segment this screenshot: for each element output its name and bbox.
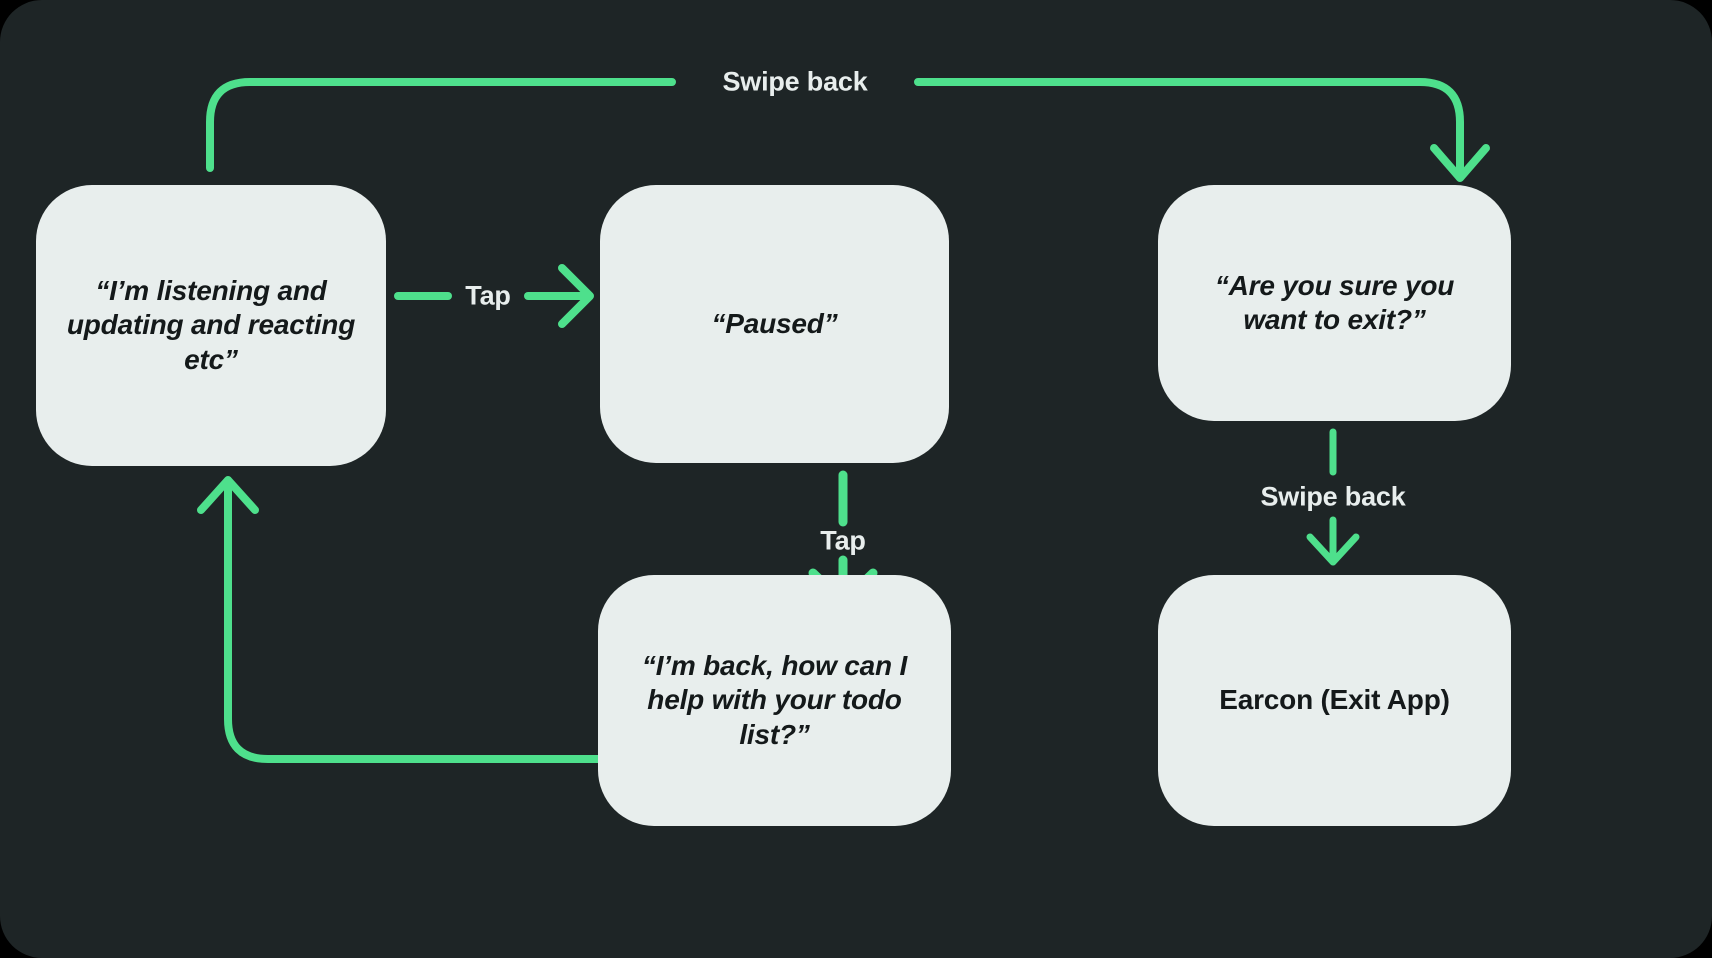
edge-label-tap-horizontal: Tap — [465, 280, 511, 311]
edge-listening-to-confirm-path-2 — [914, 78, 1464, 180]
edge-label-swipe-back-top: Swipe back — [722, 66, 868, 97]
node-confirm-exit-label: “Are you sure you want to exit?” — [1214, 269, 1455, 335]
node-paused-label: “Paused” — [711, 307, 838, 339]
edge-listening-to-confirm-arrowhead — [1430, 144, 1490, 182]
node-earcon[interactable]: Earcon (Exit App) — [1158, 575, 1511, 826]
edge-back-to-listening-arrowhead — [197, 476, 259, 514]
node-listening[interactable]: “I’m listening and updating and reacting… — [36, 185, 386, 466]
edge-listening-to-confirm-path — [206, 78, 676, 172]
node-back-todo[interactable]: “I’m back, how can I help with your todo… — [598, 575, 951, 826]
edge-label-tap-vertical: Tap — [820, 525, 866, 556]
node-back-todo-label: “I’m back, how can I help with your todo… — [641, 650, 908, 750]
node-confirm-exit[interactable]: “Are you sure you want to exit?” — [1158, 185, 1511, 421]
node-paused[interactable]: “Paused” — [600, 185, 949, 463]
edge-confirm-to-earcon-arrowhead — [1306, 533, 1360, 566]
node-earcon-label: Earcon (Exit App) — [1219, 684, 1450, 716]
edge-label-swipe-back-right: Swipe back — [1260, 481, 1406, 512]
edge-listening-to-paused-arrowhead — [558, 264, 594, 328]
edge-back-to-listening-path — [224, 478, 647, 763]
node-listening-label: “I’m listening and updating and reacting… — [66, 275, 356, 375]
